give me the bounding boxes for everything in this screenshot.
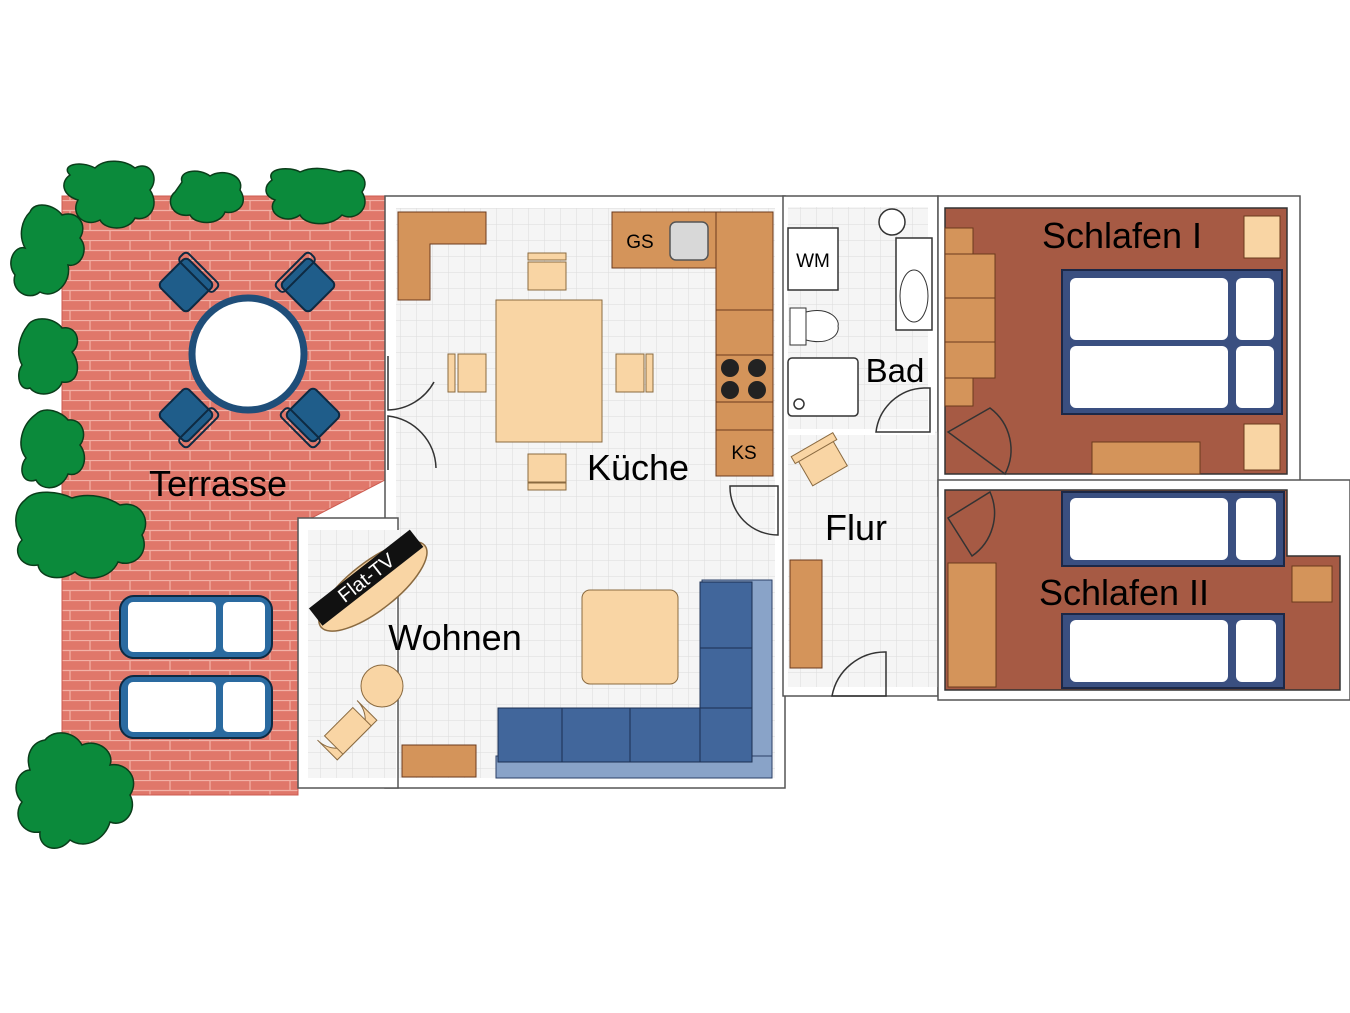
appliance-label-wm: WM bbox=[796, 251, 830, 272]
plant-icon bbox=[20, 409, 86, 489]
room-label-terrasse: Terrasse bbox=[149, 463, 287, 504]
room-label-flur: Flur bbox=[825, 507, 887, 548]
appliance-label-gs: GS bbox=[626, 232, 653, 253]
armchair-icon bbox=[317, 700, 378, 761]
appliance-label-ks: KS bbox=[731, 443, 756, 464]
flat-tv: Flat-TV bbox=[308, 529, 428, 632]
plant-icon bbox=[63, 160, 155, 229]
living-room bbox=[317, 579, 773, 779]
room-label-bad: Bad bbox=[866, 352, 925, 389]
bedroom-1 bbox=[944, 207, 1288, 475]
bathroom bbox=[787, 208, 933, 433]
bedroom-2 bbox=[944, 489, 1341, 691]
plant-icon bbox=[169, 170, 245, 224]
chair-icon bbox=[279, 387, 341, 449]
room-label-schlafen-2: Schlafen II bbox=[1039, 572, 1209, 613]
bedroom-doors bbox=[946, 407, 1012, 558]
terrace-doors bbox=[387, 356, 437, 470]
hallway bbox=[729, 431, 887, 697]
room-label-wohnen: Wohnen bbox=[388, 617, 521, 658]
armchair-icon bbox=[790, 431, 849, 487]
kitchen bbox=[397, 211, 774, 491]
plant-icon bbox=[15, 732, 135, 850]
plant-icon bbox=[10, 204, 85, 297]
lounger bbox=[119, 595, 273, 739]
plant-icon bbox=[265, 167, 366, 225]
plant-icon bbox=[17, 318, 79, 395]
stove-icon bbox=[721, 359, 766, 399]
plant-icon bbox=[15, 491, 147, 579]
room-label-kueche: Küche bbox=[587, 447, 689, 488]
chair-icon bbox=[158, 387, 220, 449]
chair-icon bbox=[158, 251, 220, 313]
terrace-table bbox=[158, 251, 341, 449]
room-label-schlafen-1: Schlafen I bbox=[1042, 215, 1202, 256]
chair-icon bbox=[274, 251, 336, 313]
